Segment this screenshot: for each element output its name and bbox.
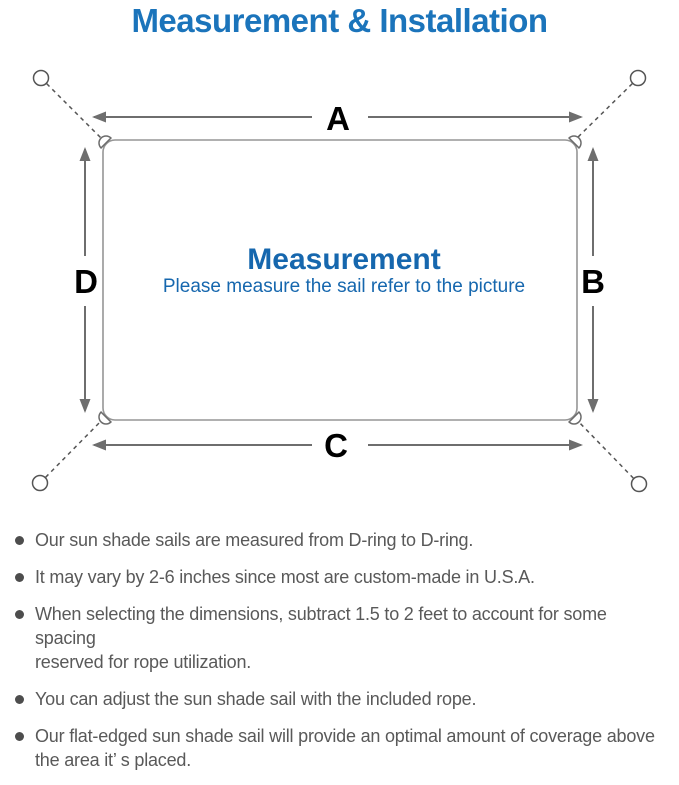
anchor-rope-top-right: [574, 77, 639, 141]
list-item: You can adjust the sun shade sail with t…: [15, 687, 671, 711]
dim-label-d: D: [74, 263, 98, 300]
list-item: Our flat-edged sun shade sail will provi…: [15, 724, 671, 772]
dim-label-c: C: [324, 427, 348, 464]
page-title: Measurement & Installation: [131, 2, 548, 39]
bullet-icon: [15, 573, 24, 582]
anchor-point-bottom-right: [630, 475, 648, 493]
anchor-rope-top-left: [40, 77, 104, 141]
anchor-rope-bottom-right: [574, 417, 640, 485]
anchor-point-bottom-left: [31, 474, 49, 492]
note-text: Our flat-edged sun shade sail will provi…: [35, 726, 655, 770]
diagram-subheading: Please measure the sail refer to the pic…: [163, 276, 525, 297]
bullet-icon: [15, 610, 24, 619]
anchor-rope-lines: [39, 77, 640, 485]
d-ring-icon-bottom-left: [98, 410, 113, 425]
d-ring-icon-top-right: [567, 135, 582, 150]
bullet-icon: [15, 695, 24, 704]
d-ring-icon-bottom-right: [567, 410, 582, 425]
notes-list: Our sun shade sails are measured from D-…: [15, 528, 671, 785]
anchor-rope-bottom-left: [39, 417, 105, 484]
list-item: When selecting the dimensions, subtract …: [15, 602, 671, 674]
note-text: When selecting the dimensions, subtract …: [35, 604, 607, 672]
dim-label-a: A: [326, 100, 350, 137]
d-ring-icon-top-left: [98, 135, 113, 150]
note-text: Our sun shade sails are measured from D-…: [35, 530, 474, 550]
dim-label-b: B: [581, 263, 605, 300]
measurement-diagram-canvas: A B C D Measurement Please measure the s…: [31, 69, 648, 493]
note-text: It may vary by 2-6 inches since most are…: [35, 567, 535, 587]
list-item: It may vary by 2-6 inches since most are…: [15, 565, 671, 589]
measurement-diagram: A B C D Measurement Please measure the s…: [0, 60, 679, 515]
anchor-point-top-left: [32, 69, 50, 87]
diagram-heading: Measurement: [247, 243, 440, 276]
list-item: Our sun shade sails are measured from D-…: [15, 528, 671, 552]
anchor-point-top-right: [629, 69, 647, 87]
bullet-icon: [15, 536, 24, 545]
sail-outline: [102, 139, 578, 421]
note-text: You can adjust the sun shade sail with t…: [35, 689, 477, 709]
bullet-icon: [15, 732, 24, 741]
